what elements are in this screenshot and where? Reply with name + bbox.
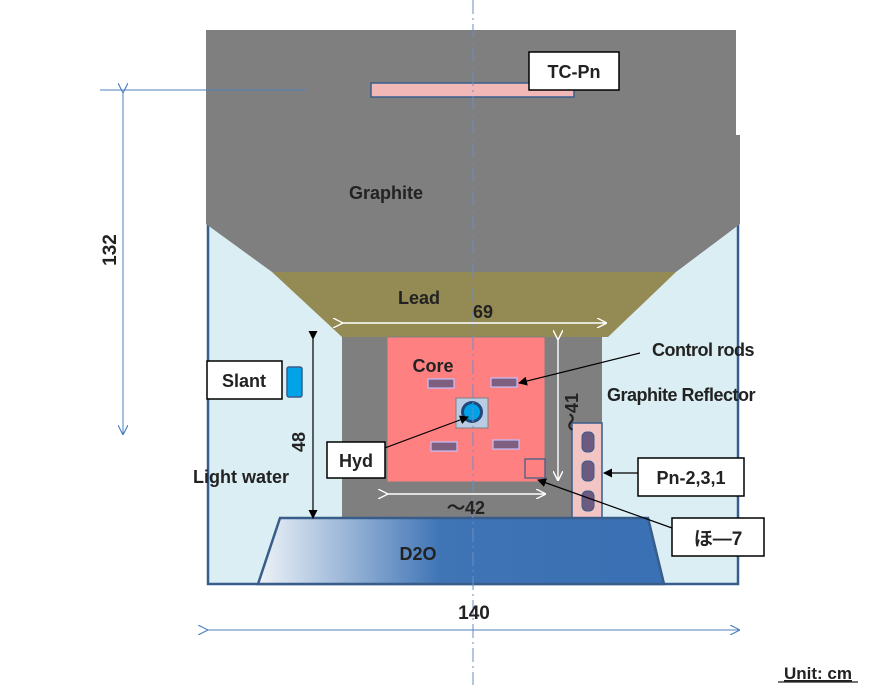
leader-ho7 — [537, 478, 673, 529]
ho7-label: ほ―7 — [694, 529, 743, 550]
leader-hyd — [373, 415, 469, 453]
slant-label-box — [206, 360, 283, 400]
control-rod — [430, 441, 458, 452]
ho7-label-box — [671, 517, 765, 557]
pn-position — [581, 431, 595, 453]
d2o-label: D2O — [399, 544, 436, 564]
control-rod — [492, 439, 520, 450]
control-rod — [490, 377, 518, 388]
d2o-tank — [256, 516, 666, 586]
dim-140-label: 140 — [458, 603, 490, 624]
dim-41-label: ～41 — [562, 393, 582, 431]
slant-position — [286, 366, 303, 398]
core-label: Core — [412, 356, 453, 376]
lead-label: Lead — [398, 288, 440, 308]
light-water-label: Light water — [193, 467, 289, 487]
graphite-reflector-label: Graphite Reflector — [607, 385, 756, 405]
pn-position — [581, 460, 595, 482]
leader-control-rods — [518, 352, 641, 386]
dim-132-label: 132 — [100, 234, 121, 266]
control-rod — [427, 378, 455, 389]
dim-69-label: 69 — [473, 302, 493, 322]
hyd-label-box — [326, 441, 386, 479]
pn-label: Pn-2,3,1 — [656, 468, 725, 488]
dim-42-label: ～42 — [447, 498, 485, 518]
pn-label-box — [637, 457, 745, 497]
dim-48-label: 48 — [289, 432, 309, 452]
control-rods-label: Control rods — [652, 340, 754, 360]
hyd-label: Hyd — [339, 451, 373, 471]
ho7-position — [524, 458, 546, 479]
tc-pn-label-box — [528, 51, 620, 91]
graphite-label: Graphite — [349, 183, 423, 203]
unit-label: Unit: cm — [784, 664, 852, 683]
tc-pn-label: TC-Pn — [548, 62, 601, 82]
pn-position — [581, 490, 595, 512]
slant-label: Slant — [222, 371, 266, 391]
